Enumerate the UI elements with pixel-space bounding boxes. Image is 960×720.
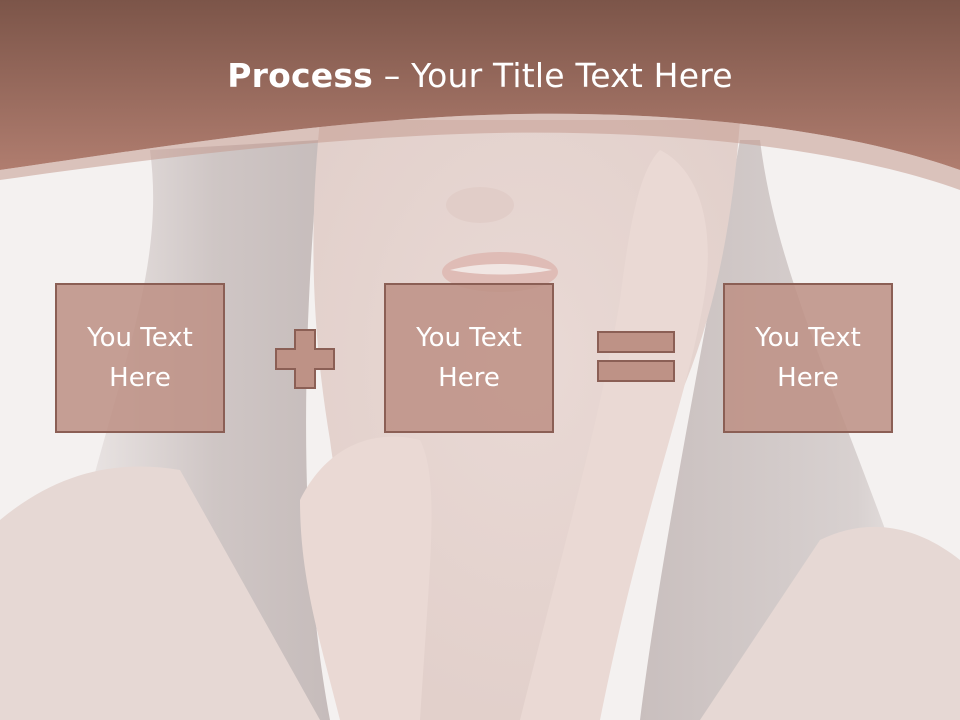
slide-title: Process – Your Title Text Here — [0, 52, 960, 100]
title-bold: Process — [227, 56, 374, 95]
process-box-2: You Text Here — [384, 283, 554, 433]
process-box-3: You Text Here — [723, 283, 893, 433]
equals-icon — [597, 331, 675, 382]
process-box-1: You Text Here — [55, 283, 225, 433]
process-box-3-text: You Text Here — [755, 323, 861, 393]
process-box-2-text: You Text Here — [416, 323, 522, 393]
header-banner — [0, 0, 960, 190]
plus-icon — [275, 329, 335, 389]
process-box-1-text: You Text Here — [87, 323, 193, 393]
title-rest: – Your Title Text Here — [373, 56, 733, 95]
